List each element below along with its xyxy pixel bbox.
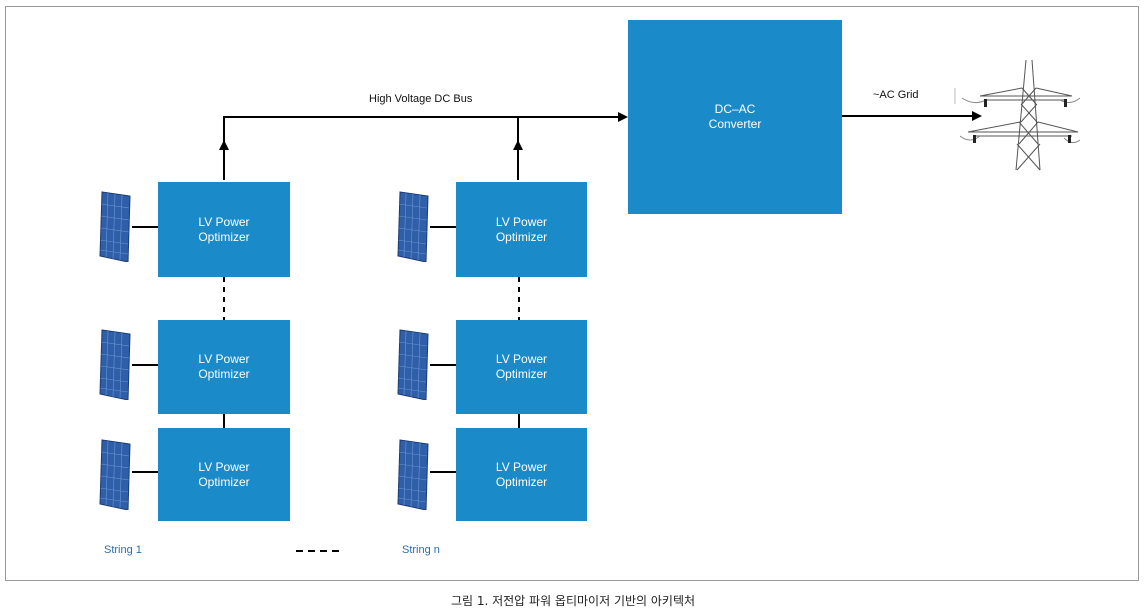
optimizer-label: Optimizer xyxy=(198,229,250,244)
dc-ac-converter-box: DC–AC Converter xyxy=(628,20,842,214)
optimizer-label: LV Power xyxy=(198,352,250,366)
optimizer-label: LV Power xyxy=(495,352,548,366)
optimizer-box: LV Power Optimizer xyxy=(456,182,587,277)
figure-caption: 그림 1. 저전압 파워 옵티마이저 기반의 아키텍처 xyxy=(450,594,696,608)
optimizer-box: LV Power Optimizer xyxy=(456,320,587,414)
string-n-label: String n xyxy=(402,544,440,556)
solar-panel-icon xyxy=(99,191,131,262)
optimizer-box: LV Power Optimizer xyxy=(158,320,290,414)
solar-panel-icon xyxy=(99,329,131,400)
converter-label: DC–AC xyxy=(714,102,756,116)
optimizer-box: LV Power Optimizer xyxy=(158,428,290,521)
ac-grid-label: ~AC Grid xyxy=(873,89,919,101)
optimizer-box: LV Power Optimizer xyxy=(456,428,587,521)
solar-panel-icon xyxy=(397,439,429,510)
optimizer-label: Optimizer xyxy=(198,367,250,381)
optimizer-label: LV Power xyxy=(495,214,548,229)
solar-panel-icon xyxy=(397,329,429,400)
optimizer-label: Optimizer xyxy=(198,474,250,489)
optimizer-label: LV Power xyxy=(198,459,250,474)
solar-panel-icon xyxy=(99,439,131,510)
optimizer-label: Optimizer xyxy=(495,474,548,489)
optimizer-label: Optimizer xyxy=(495,367,548,381)
solar-panel-icon xyxy=(397,191,429,262)
optimizer-box: LV Power Optimizer xyxy=(158,182,290,277)
dc-bus-label: High Voltage DC Bus xyxy=(369,93,473,105)
optimizer-label: LV Power xyxy=(198,214,250,229)
dc-bus-line xyxy=(223,112,628,180)
string-1-label: String 1 xyxy=(104,544,142,556)
optimizer-label: Optimizer xyxy=(495,229,548,244)
optimizer-label: LV Power xyxy=(495,459,548,474)
converter-label: Converter xyxy=(708,117,762,131)
transmission-tower-icon xyxy=(960,59,1080,171)
